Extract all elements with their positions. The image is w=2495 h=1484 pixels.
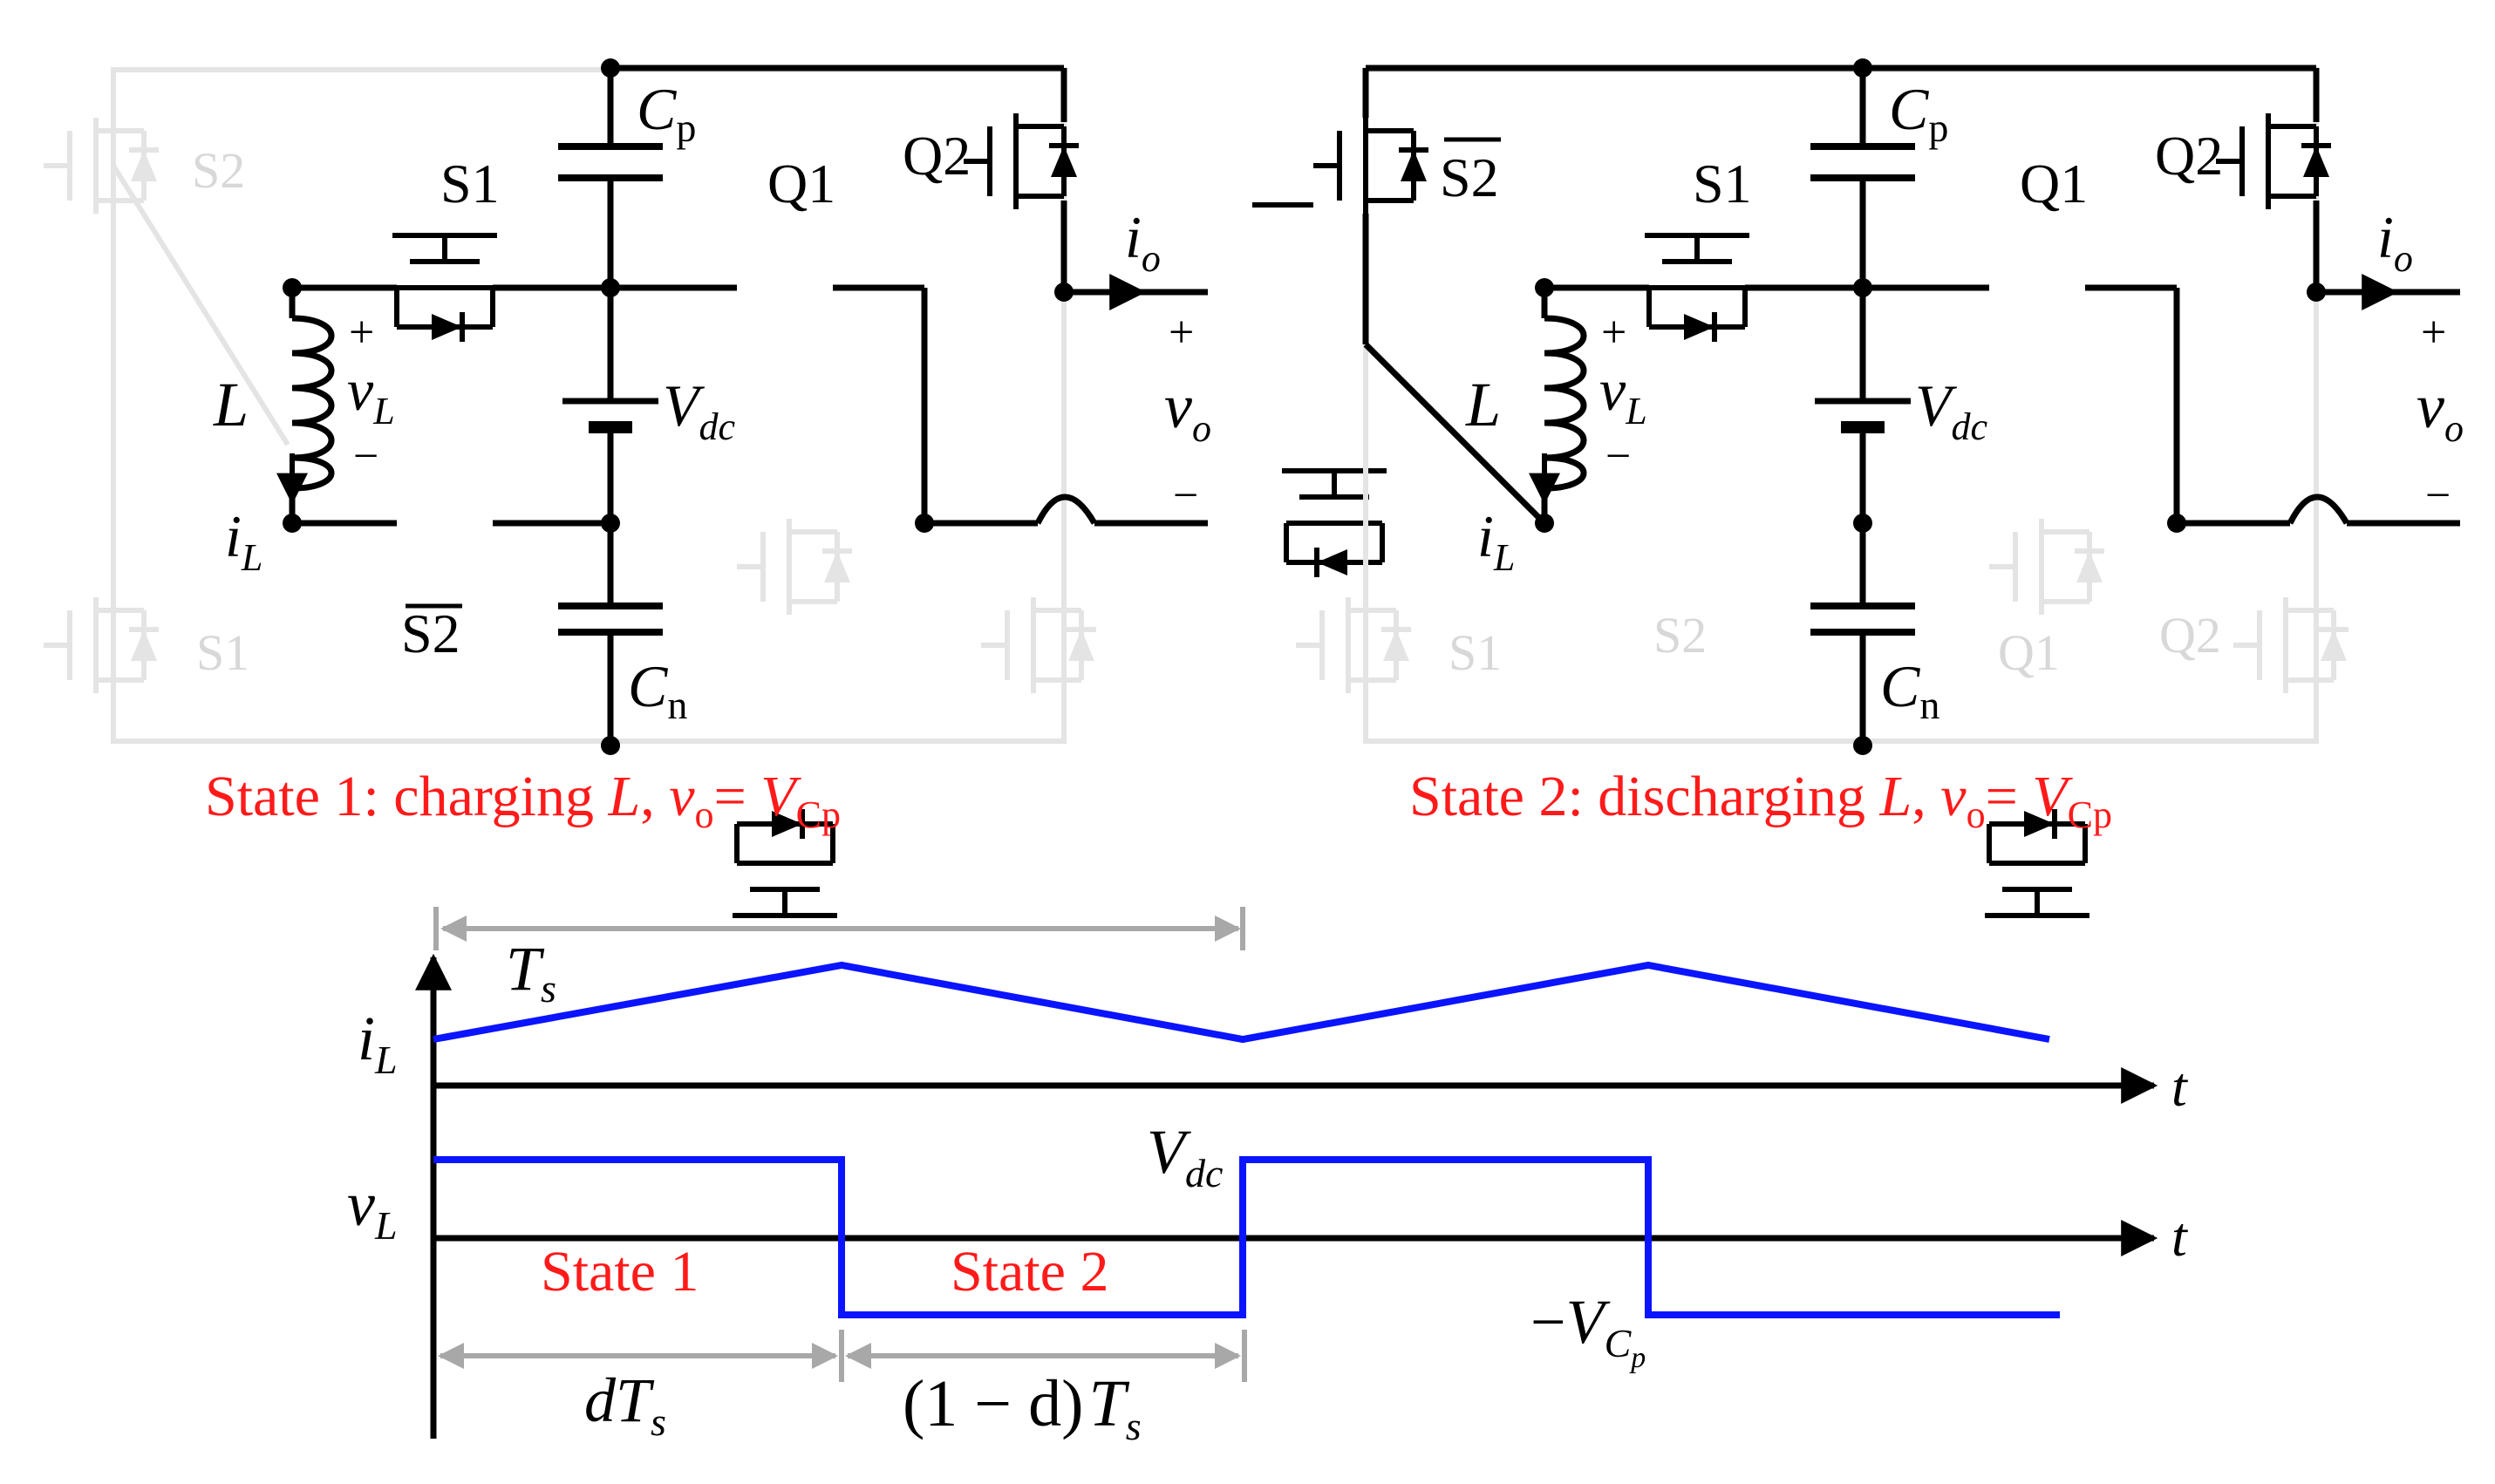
capacitor-icon xyxy=(558,143,663,636)
q1-label: Q1 xyxy=(2020,153,2088,214)
dts-label: dTs xyxy=(584,1365,666,1444)
vdc-label: Vdc xyxy=(1915,372,1988,448)
ghost-label: S1 xyxy=(196,624,249,681)
il-axis-label: iL xyxy=(358,1004,398,1082)
cp-label: Cp xyxy=(1889,76,1948,150)
circuit-state-2: S1 S2 Q1 Q2 xyxy=(1252,58,2464,916)
ghost-label: S2 xyxy=(1653,607,1707,664)
inductor-label: L xyxy=(213,370,249,439)
inductor-icon xyxy=(1544,315,1587,492)
q1-label: Q1 xyxy=(767,153,835,214)
vdc-label: Vdc xyxy=(663,372,736,448)
plus-sign: + xyxy=(2421,308,2446,357)
ghost-label: S2 xyxy=(192,142,245,199)
vl-label: vL xyxy=(347,357,395,432)
state-1-label: State 1 xyxy=(541,1240,699,1304)
junction-dots xyxy=(283,58,1074,755)
minus-sign: − xyxy=(1605,432,1631,481)
cn-label: Cn xyxy=(628,653,687,727)
plus-sign: + xyxy=(1601,308,1626,357)
circuit-1-wires xyxy=(289,65,1208,745)
circuit-state-1: S2 S1 xyxy=(44,58,1387,916)
neg-vcp-level-label: −VCp xyxy=(1530,1287,1646,1374)
vl-waveform xyxy=(433,1156,2060,1318)
state-2-label: State 2 xyxy=(951,1240,1108,1304)
caption-state-2: State 2: discharging L, vo= VCp xyxy=(1409,765,2112,836)
ghost-label: Q1 xyxy=(1998,624,2060,681)
s2-label: S2 xyxy=(1440,146,1499,208)
plus-sign: + xyxy=(1169,308,1194,357)
vl-label: vL xyxy=(1599,357,1647,432)
io-label: io xyxy=(2377,204,2413,280)
minus-sign: − xyxy=(353,432,378,481)
vo-label: vo xyxy=(1164,371,1211,450)
ts-label: Ts xyxy=(506,934,556,1011)
junction-dots xyxy=(1535,58,2326,755)
dc-source-icon xyxy=(1815,398,1911,433)
t-axis-label: t xyxy=(2171,1056,2189,1118)
caption-state-1: State 1: charging L, vo= VCp xyxy=(205,765,841,836)
inductor-icon xyxy=(291,315,335,492)
vl-axis-label: vL xyxy=(347,1169,398,1248)
one-minus-d-ts-label: (1 − d)Ts xyxy=(903,1367,1142,1448)
il-waveform xyxy=(433,961,2050,1044)
t-axis-label: t xyxy=(2171,1206,2189,1268)
ghost-label: Q2 xyxy=(2159,607,2221,664)
q2-label: Q2 xyxy=(2155,125,2223,187)
plus-sign: + xyxy=(349,308,374,357)
vdc-level-label: Vdc xyxy=(1147,1117,1223,1195)
inductor-label: L xyxy=(1465,370,1501,439)
waveform-panel: Ts iL vL t t Vdc −VCp State 1 State 2 dT… xyxy=(347,907,2189,1448)
s2-label: S2 xyxy=(401,602,460,664)
ghost-switches-left xyxy=(44,67,1096,744)
dc-source-icon xyxy=(562,398,658,433)
minus-sign: − xyxy=(1173,471,1198,521)
q2-label: Q2 xyxy=(903,125,971,187)
cp-label: Cp xyxy=(637,76,696,150)
il-label: iL xyxy=(225,503,262,579)
cn-label: Cn xyxy=(1880,653,1939,727)
minus-sign: − xyxy=(2425,471,2451,521)
s1-label: S1 xyxy=(1693,153,1752,214)
circuit-2-wires xyxy=(1362,65,2460,745)
vo-label: vo xyxy=(2417,371,2464,450)
ghost-label: S1 xyxy=(1449,624,1502,681)
s1-label: S1 xyxy=(440,153,500,214)
capacitor-icon xyxy=(1810,143,1915,636)
il-label: iL xyxy=(1477,503,1515,579)
io-label: io xyxy=(1125,204,1161,280)
